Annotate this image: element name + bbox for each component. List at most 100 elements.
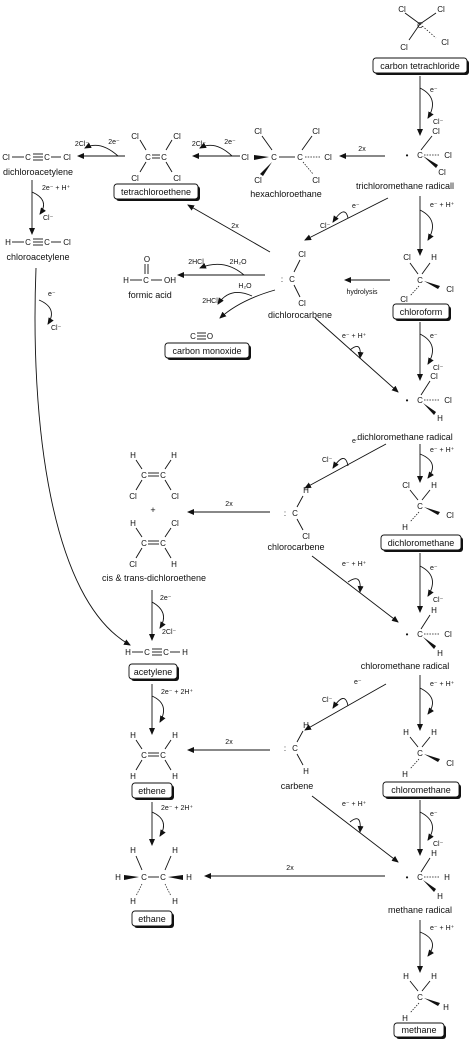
- C-text: C: [417, 993, 423, 1002]
- dichloroacetylene-structure: Cl C C Cl: [2, 153, 71, 162]
- C-text: C: [292, 509, 298, 518]
- ethene-label: ethene: [131, 782, 174, 800]
- methane-radical-structure: • C H H H: [406, 849, 451, 901]
- C-text: C: [271, 153, 277, 162]
- O-text: O: [207, 332, 213, 341]
- two-cl-text: 2Cl⁻: [192, 141, 207, 148]
- cl-text: Cl⁻: [322, 697, 333, 704]
- H-text: H: [130, 897, 136, 906]
- O-text: O: [144, 255, 150, 264]
- H-text: H: [172, 846, 178, 855]
- C-text: C: [417, 630, 423, 639]
- C-text: C: [417, 276, 423, 285]
- OH-text: OH: [164, 276, 176, 285]
- ccl4-text: carbon tetrachloride: [380, 61, 460, 71]
- H-text: H: [431, 728, 437, 737]
- C-text: C: [141, 751, 147, 760]
- dichlorocarbene-label: dichlorocarbene: [268, 310, 332, 320]
- formic-acid-label: formic acid: [128, 290, 172, 300]
- dot-text: •: [406, 630, 409, 639]
- Cl-text: Cl: [63, 153, 71, 162]
- dichloromethane-radical-label: dichloromethane radical: [357, 432, 453, 442]
- H-text: H: [431, 849, 437, 858]
- H-text: H: [402, 770, 408, 779]
- e-h-text: e⁻ + H⁺: [342, 333, 367, 340]
- atom-c: C: [417, 21, 423, 30]
- e-text: e⁻: [352, 438, 360, 445]
- H-text: H: [123, 276, 129, 285]
- e-h-text: e⁻ + H⁺: [430, 925, 455, 932]
- Cl-text: Cl: [444, 630, 452, 639]
- acetylene-structure: H C C H: [125, 648, 188, 657]
- arrow-dichlorocarbene-to-co: [219, 289, 276, 319]
- H-text: H: [172, 772, 178, 781]
- ethene-text: ethene: [138, 786, 166, 796]
- two-x-text: 2x: [286, 865, 294, 872]
- C-text: C: [141, 471, 147, 480]
- ethene-structure: C C H H H H: [130, 731, 178, 781]
- chlorocarbene-label: chlorocarbene: [267, 542, 324, 552]
- Cl-text: Cl: [63, 238, 71, 247]
- two-e-2h-text: 2e⁻ + 2H⁺: [161, 805, 193, 812]
- e-h-text: e⁻ + H⁺: [342, 801, 367, 808]
- cl-text: Cl⁻: [433, 597, 444, 604]
- acetylene-label: acetylene: [128, 663, 179, 681]
- H-text: H: [431, 972, 437, 981]
- arrow-chloroacetylene-to-acetylene: [34, 267, 131, 646]
- H-text: H: [431, 481, 437, 490]
- Cl-text: Cl: [312, 127, 320, 136]
- arrow-cm-radical-to-carbene: [304, 683, 387, 731]
- Cl-text: Cl: [173, 132, 181, 141]
- tetrachloroethene-text: tetrachloroethene: [121, 187, 191, 197]
- C-text: C: [417, 873, 423, 882]
- Cl-text: Cl: [400, 295, 408, 304]
- H-text: H: [443, 1003, 449, 1012]
- H-text: H: [172, 897, 178, 906]
- e-text: e⁻: [352, 203, 360, 210]
- H-text: H: [186, 873, 192, 882]
- arrow-dcm-radical-to-chlorocarbene: [304, 443, 387, 489]
- carbon-monoxide-structure: C O: [190, 332, 213, 341]
- ethane-label: ethane: [131, 910, 174, 928]
- cl-text: Cl⁻: [322, 457, 333, 464]
- dot-text: •: [406, 151, 409, 160]
- dot-text: •: [406, 396, 409, 405]
- dichloromethane-text: dichloromethane: [388, 538, 455, 548]
- Cl-text: Cl: [312, 176, 320, 185]
- arrow-radical-to-dichlorocarbene: [304, 197, 389, 241]
- C-text: C: [417, 396, 423, 405]
- chloroform-structure: C Cl H Cl Cl: [400, 253, 454, 304]
- dichloroacetylene-label: dichloroacetylene: [3, 167, 73, 177]
- h2o-text: H₂O: [238, 283, 252, 290]
- dichloromethane-radical-structure: • C Cl Cl H: [406, 372, 452, 423]
- C-text: C: [417, 749, 423, 758]
- carbon-tetrachloride-structure: Cl Cl C Cl Cl: [398, 5, 449, 52]
- two-x-text: 2x: [225, 739, 233, 746]
- chloroform-text: chloroform: [400, 307, 443, 317]
- H-text: H: [115, 873, 121, 882]
- hydrolysis-text: hydrolysis: [346, 289, 378, 296]
- two-hcl-text: 2HCl: [202, 298, 218, 305]
- tetrachloroethene-structure: C C Cl Cl Cl Cl: [131, 132, 181, 183]
- chloroacetylene-label: chloroacetylene: [6, 252, 69, 262]
- atom-cl: Cl: [437, 5, 445, 14]
- chloromethane-radical-label: chloromethane radical: [361, 661, 450, 671]
- H-text: H: [403, 972, 409, 981]
- H-text: H: [125, 648, 131, 657]
- two-cl-text: 2Cl⁻: [75, 141, 90, 148]
- trichloromethane-radical-label: trichloromethane radicall: [356, 181, 454, 191]
- hexachloroethane-structure: C C Cl Cl Cl Cl Cl Cl: [241, 127, 332, 185]
- chloromethane-label: chloromethane: [382, 781, 461, 799]
- C-text: C: [190, 332, 196, 341]
- two-x-text: 2x: [225, 501, 233, 508]
- Cl-text: Cl: [444, 396, 452, 405]
- Cl-text: Cl: [131, 132, 139, 141]
- dichloromethane-label: dichloromethane: [380, 534, 463, 552]
- C-text: C: [163, 648, 169, 657]
- cl-text: Cl⁻: [43, 215, 54, 222]
- Cl-text: Cl: [324, 153, 332, 162]
- acetylene-text: acetylene: [134, 667, 173, 677]
- e-h-text: e⁻ + H⁺: [430, 202, 455, 209]
- Cl-text: Cl: [403, 253, 411, 262]
